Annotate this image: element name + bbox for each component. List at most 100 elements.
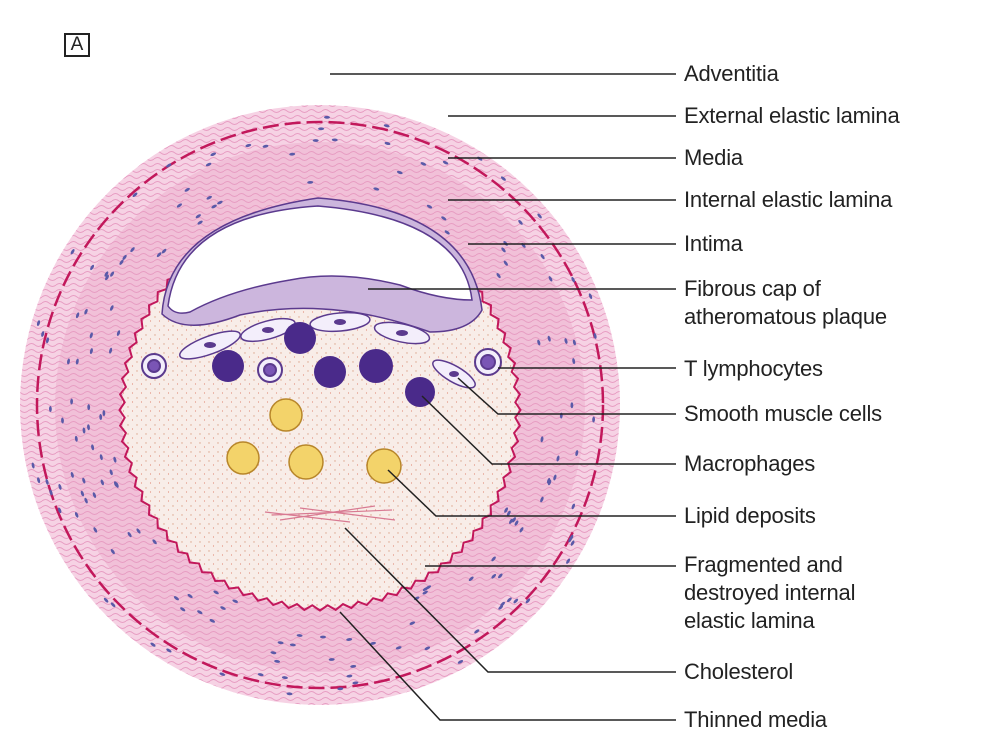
macrophage <box>284 322 316 354</box>
wall-nucleus <box>45 337 50 344</box>
wall-nucleus <box>588 293 593 300</box>
wall-nucleus <box>70 398 74 405</box>
wall-nucleus <box>99 414 103 420</box>
wall-nucleus <box>441 216 447 221</box>
label-smooth-muscle-cells: Smooth muscle cells <box>684 401 882 426</box>
wall-nucleus <box>424 646 431 651</box>
wall-nucleus <box>220 606 226 610</box>
wall-nucleus <box>75 312 80 319</box>
wall-nucleus <box>350 664 357 668</box>
wall-nucleus <box>109 469 113 476</box>
wall-nucleus <box>74 512 79 518</box>
wall-nucleus <box>110 549 115 555</box>
wall-nucleus <box>307 180 314 184</box>
wall-nucleus <box>245 143 252 148</box>
label-media: Media <box>684 145 743 170</box>
label-macrophages: Macrophages <box>684 451 816 476</box>
t-lymphocytes-group <box>141 348 502 383</box>
wall-nucleus <box>593 332 597 339</box>
wall-nucleus <box>513 598 519 604</box>
wall-nucleus <box>84 497 88 504</box>
wall-nucleus <box>113 456 117 463</box>
wall-nucleus <box>331 138 338 142</box>
wall-nucleus <box>537 213 542 219</box>
wall-nucleus <box>92 492 97 498</box>
macrophage <box>359 349 393 383</box>
wall-nucleus <box>277 641 284 645</box>
wall-nucleus <box>89 348 93 355</box>
leader-macrophages <box>421 395 676 465</box>
wall-nucleus <box>324 115 330 119</box>
wall-nucleus <box>90 264 95 271</box>
wall-nucleus <box>70 249 75 255</box>
wall-nucleus <box>553 474 557 481</box>
leader-lipid-deposits <box>387 469 676 517</box>
wall-nucleus <box>70 471 74 478</box>
wall-nucleus <box>187 593 193 599</box>
wall-nucleus <box>512 517 516 523</box>
wall-nucleus <box>127 531 132 538</box>
wall-nucleus <box>496 273 501 279</box>
wall-nucleus <box>426 204 433 209</box>
label-thinned-media: Thinned media <box>684 707 827 732</box>
label-lipid-deposits: Lipid deposits <box>684 503 816 528</box>
wall-nucleus <box>48 406 52 412</box>
wall-nucleus <box>61 417 64 424</box>
wall-nucleus <box>84 308 88 315</box>
wall-nucleus <box>104 271 109 277</box>
wall-nucleus <box>166 163 172 168</box>
wall-nucleus <box>396 170 403 175</box>
wall-nucleus <box>49 489 53 496</box>
wall-nucleus <box>509 518 513 524</box>
wall-nucleus <box>270 651 277 655</box>
wall-nucleus <box>491 573 497 579</box>
wall-nucleus <box>352 681 359 685</box>
wall-nucleus <box>31 462 35 469</box>
wall-nucleus <box>37 477 41 484</box>
wall-nucleus <box>110 305 114 311</box>
wall-nucleus <box>87 424 90 431</box>
leader-lines <box>330 73 676 721</box>
wall-nucleus <box>501 247 506 253</box>
wall-nucleus <box>296 634 303 637</box>
wall-nucleus <box>474 629 480 634</box>
wall-nucleus <box>45 478 49 485</box>
wall-nucleus <box>420 162 427 166</box>
label-fibrous-cap: Fibrous cap of atheromatous plaque <box>684 276 887 329</box>
wall-nucleus <box>570 402 574 409</box>
label-internal-elastic-lamina: Internal elastic lamina <box>684 187 893 212</box>
wall-nuclei <box>31 115 597 696</box>
wall-nucleus <box>572 339 576 346</box>
lumen-shape <box>167 205 473 314</box>
wall-nucleus <box>36 320 41 327</box>
wall-nucleus <box>257 673 264 677</box>
wall-nucleus <box>89 332 93 339</box>
wall-nucleus <box>122 254 127 260</box>
wall-nucleus <box>548 276 553 282</box>
wall-nucleus <box>491 556 496 562</box>
wall-nucleus <box>422 590 428 595</box>
wall-nucleus <box>540 496 544 503</box>
wall-nucleus <box>119 259 124 265</box>
label-cholesterol: Cholesterol <box>684 659 794 684</box>
wall-nucleus <box>114 481 118 487</box>
wall-nucleus <box>525 598 531 604</box>
wall-nucleus <box>566 558 571 564</box>
macrophage <box>405 377 435 407</box>
wall-nucleus <box>500 601 505 607</box>
wall-nucleus <box>109 347 113 354</box>
cholesterol-crystals <box>264 505 396 523</box>
label-t-lymphocytes: T lymphocytes <box>684 356 823 381</box>
wall-nucleus <box>503 260 508 266</box>
wall-nucleus <box>514 520 519 526</box>
macrophage <box>212 350 244 382</box>
wall-nucleus <box>211 204 217 209</box>
wall-nucleus <box>540 436 544 443</box>
wall-nucleus <box>442 160 449 165</box>
wall-nucleus <box>328 658 335 661</box>
wall-nucleus <box>195 214 201 219</box>
wall-nucleus <box>547 335 551 342</box>
wall-nucleus <box>571 276 576 283</box>
lipid-deposit <box>226 441 260 475</box>
